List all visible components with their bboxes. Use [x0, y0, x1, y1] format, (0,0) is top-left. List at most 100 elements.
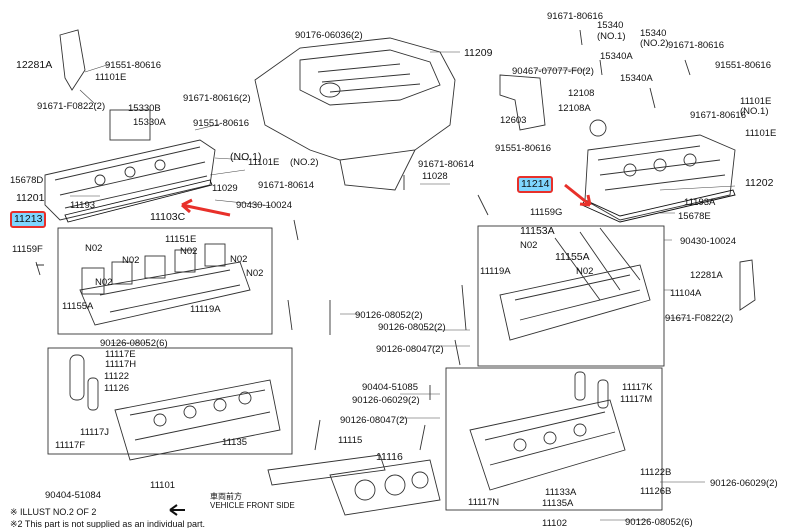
part-label: 15340	[597, 20, 624, 31]
part-label: 11135A	[542, 498, 574, 509]
part-label: 12281A	[16, 59, 53, 71]
engine-cover	[254, 37, 456, 191]
part-label: 11159F	[12, 244, 43, 255]
part-label: 11116	[376, 451, 403, 463]
part-label: N02	[180, 246, 198, 257]
part-label: 91671-80614	[258, 180, 314, 191]
part-label: 11101	[150, 480, 176, 491]
highlight-11213[interactable]: 11213	[10, 211, 47, 228]
right-cam-box	[477, 225, 665, 367]
part-label: N02	[85, 243, 103, 254]
footnote-notice: ※2 This part is not supplied as an indiv…	[10, 519, 205, 528]
part-label: N02	[230, 254, 248, 265]
direction-label: 車両前方 VEHICLE FRONT SIDE	[210, 492, 295, 510]
part-label: 11115	[338, 435, 363, 446]
part-label: 12603	[500, 115, 527, 126]
part-label: 11151E	[165, 234, 197, 245]
part-label: 90126-08047(2)	[340, 415, 408, 426]
part-label: N02	[95, 277, 113, 288]
part-label: 90430-10024	[680, 236, 736, 247]
part-label: 91671-80616	[690, 110, 746, 121]
part-label: 91671-80616	[547, 11, 603, 22]
bracket-left	[59, 29, 86, 91]
left-cam-box	[57, 227, 273, 335]
part-label: 11101E	[95, 72, 127, 83]
red-arrow-left	[181, 198, 231, 217]
part-label: 90126-06029(2)	[710, 478, 778, 489]
left-gasket	[64, 179, 213, 223]
bracket	[499, 74, 546, 131]
part-label: 11126	[104, 383, 130, 394]
right-head-box	[445, 367, 663, 511]
part-label: 12108A	[558, 103, 591, 114]
part-label: 91671-80616(2)	[183, 93, 251, 104]
part-label: 11126B	[640, 486, 672, 497]
part-label: 11159G	[530, 207, 563, 218]
part-label: 91671-80614	[418, 159, 474, 170]
part-label: 11104A	[670, 288, 702, 299]
part-label: N02	[520, 240, 538, 251]
part-label: 11117K	[622, 382, 653, 393]
part-label: 12281A	[690, 270, 723, 281]
red-arrow-right	[564, 183, 592, 207]
part-label: 91671-F0822(2)	[665, 313, 734, 324]
part-label: 11029	[212, 183, 238, 194]
part-label: 11155A	[62, 301, 94, 312]
footnote-illust: ※ ILLUST NO.2 OF 2	[10, 507, 97, 517]
part-label: 11117J	[80, 427, 110, 438]
left-head-gasket	[267, 454, 386, 486]
part-label: (NO.2)	[290, 157, 319, 168]
part-label: 11209	[464, 47, 493, 59]
part-label: 11133A	[545, 487, 577, 498]
part-label: 11101E	[745, 128, 777, 139]
part-label: 11117M	[620, 394, 653, 405]
part-label: 11119A	[480, 266, 511, 277]
part-label: 15340A	[600, 51, 633, 62]
part-label: 11153A	[520, 225, 555, 237]
part-label: 90126-06029(2)	[352, 395, 420, 406]
front-arrow	[169, 504, 185, 516]
part-label: (NO.1)	[597, 31, 626, 42]
part-label: 91671-80616	[668, 40, 724, 51]
bracket-right	[739, 259, 756, 311]
part-label: 90404-51084	[45, 490, 101, 501]
part-label: 11117F	[55, 440, 86, 451]
part-label: 11028	[422, 171, 448, 182]
part-label: N02	[246, 268, 264, 279]
part-label: 11155A	[555, 251, 590, 263]
part-label: 11193	[70, 200, 96, 211]
part-label: 11117H	[105, 359, 137, 370]
part-label: 90126-08047(2)	[376, 344, 444, 355]
part-label: 90430-10024	[236, 200, 292, 211]
part-label: 91551-80616	[105, 60, 161, 71]
part-label: N02	[122, 255, 140, 266]
part-label: 15330A	[133, 117, 166, 128]
part-label: 11101E	[248, 157, 280, 168]
part-label: 90126-08052(6)	[625, 517, 693, 528]
part-label: 11202	[745, 177, 774, 189]
part-label: 90126-08052(2)	[378, 322, 446, 333]
part-label: (NO.1)	[230, 151, 262, 163]
part-label: 90404-51085	[362, 382, 418, 393]
part-label: 11102	[542, 518, 568, 528]
bolts	[35, 29, 691, 451]
part-label: 15678D	[10, 175, 44, 186]
left-valve-cover	[44, 109, 216, 221]
part-label: 15340	[640, 28, 667, 39]
part-label: 11103C	[150, 211, 186, 223]
part-label: 90126-08052(2)	[355, 310, 423, 321]
part-label: 15678E	[678, 211, 711, 222]
part-label: 11117E	[105, 349, 136, 360]
part-label: 11117N	[468, 497, 500, 508]
highlight-11214[interactable]: 11214	[517, 176, 554, 193]
part-label: (NO.1)	[740, 106, 769, 117]
part-label: 90126-08052(6)	[100, 338, 168, 349]
part-label: 11193A	[684, 197, 716, 208]
part-label: N02	[576, 266, 594, 277]
part-label: 11122B	[640, 467, 672, 478]
part-label: 12108	[568, 88, 595, 99]
part-label: 91551-80616	[193, 118, 249, 129]
part-label: 11119A	[190, 304, 221, 315]
